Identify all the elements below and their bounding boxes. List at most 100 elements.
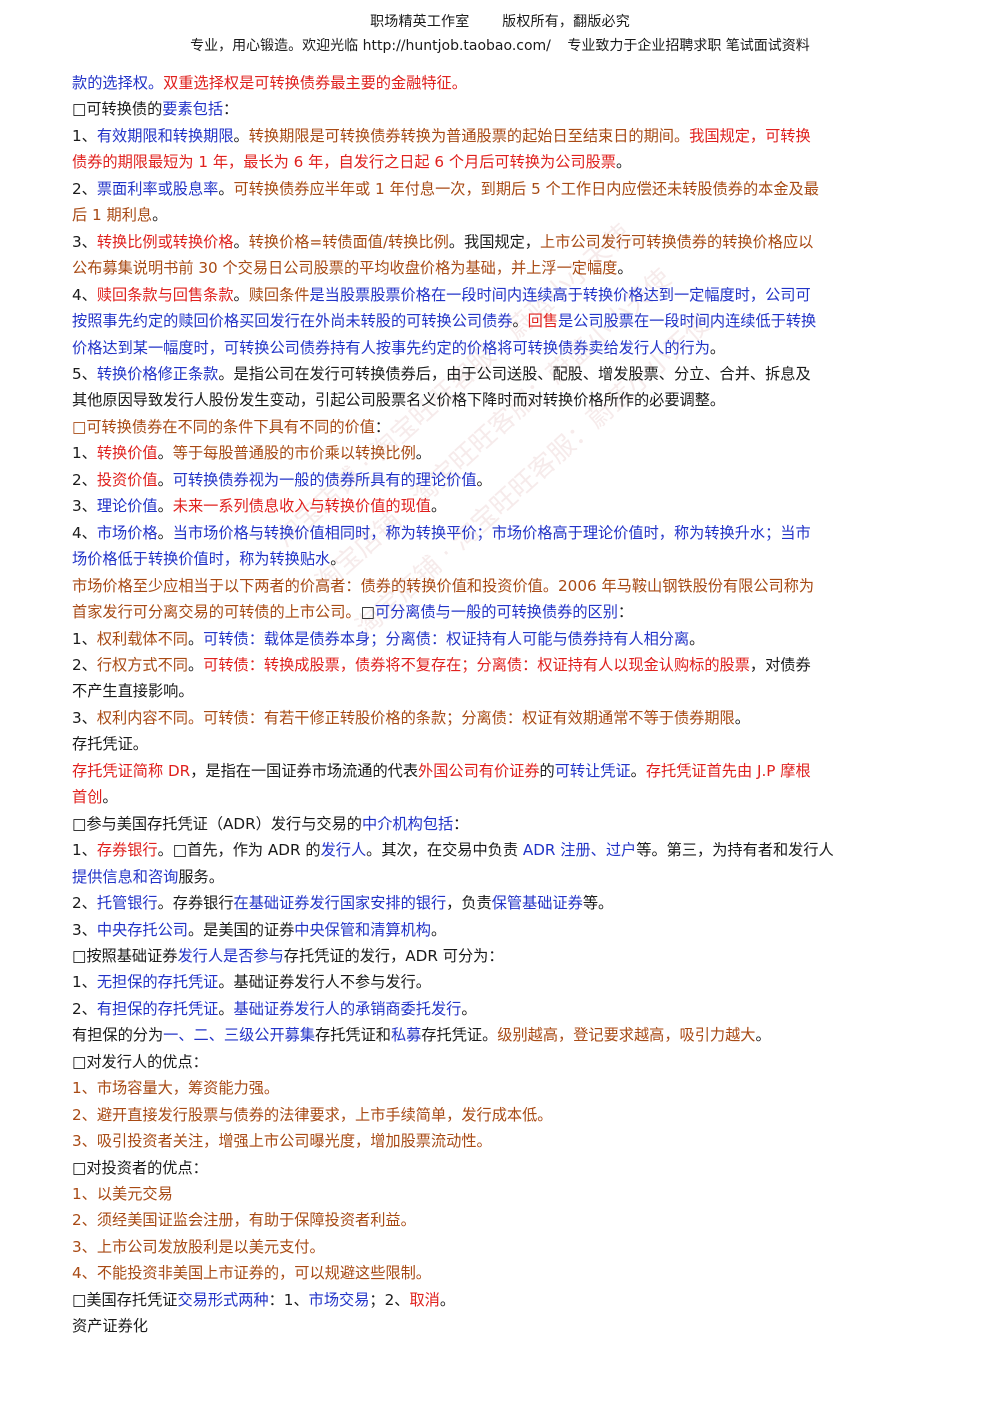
text-line: 3、转换比例或转换价格。转换价格=转债面值/转换比例。我国规定，上市公司发行可转… bbox=[72, 229, 930, 255]
text-segment: 上市公司发行可转换债券的转换价格应以 bbox=[539, 232, 814, 251]
header-line-2: 专业，用心锻造。欢迎光临 http://huntjob.taobao.com/ … bbox=[0, 34, 1000, 58]
text-segment: 。 bbox=[233, 232, 249, 251]
text-line: 4、赎回条款与回售条款。赎回条件是当股票股票价格在一段时间内连续高于转换价格达到… bbox=[72, 282, 930, 308]
text-segment: 中央保管和清算机构 bbox=[294, 920, 431, 939]
text-segment: 。 bbox=[218, 999, 234, 1018]
text-segment: □美国存托凭证 bbox=[72, 1290, 178, 1309]
text-segment: 1、市场容量大，筹资能力强。 bbox=[72, 1079, 280, 1098]
text-segment: 。 bbox=[461, 999, 477, 1018]
text-segment: 价格达到某一幅度时，可转换公司债券持有人按事先约定的价格将可转换债券卖给发行人的… bbox=[72, 338, 710, 357]
text-segment: 托管银行 bbox=[96, 894, 158, 913]
text-segment: 2、避开直接发行股票与债券的法律要求，上市手续简单，发行成本低。 bbox=[72, 1105, 553, 1124]
text-segment: 可转债：转换成股票，债券将不复存在；分离债：权证持有人以现金认购标的股票 bbox=[203, 655, 750, 674]
text-segment: 是公司股票在一段时间内连续低于转换 bbox=[558, 312, 817, 331]
text-segment: 提供信息和咨询 bbox=[72, 867, 179, 886]
text-segment: 存托凭证简称 DR bbox=[72, 761, 191, 780]
text-line: 存托凭证。 bbox=[72, 731, 930, 757]
text-segment: ，是指在一国证券市场流通的代表 bbox=[190, 761, 419, 780]
text-segment: 的 bbox=[539, 761, 555, 780]
text-segment: 。基础证券发行人不参与发行。 bbox=[218, 973, 431, 992]
text-segment: □对发行人的优点： bbox=[72, 1052, 208, 1071]
text-segment: 1、 bbox=[72, 126, 97, 145]
text-segment: 等。第三，为持有者和发行人 bbox=[636, 841, 834, 860]
text-segment: 3、 bbox=[72, 920, 97, 939]
text-segment: 理论价值 bbox=[96, 497, 158, 516]
text-segment: 2、 bbox=[72, 470, 97, 489]
text-segment: 存托凭证首先由 J.P 摩根 bbox=[645, 761, 811, 780]
text-segment: ： bbox=[617, 603, 634, 622]
text-segment: 。 bbox=[330, 550, 346, 569]
text-line: 4、市场价格。当市场价格与转换价值相同时，称为转换平价；市场价格高于理论价值时，… bbox=[72, 520, 930, 546]
text-segment: 是当股票股票价格在一段时间内连续高于转换价格达到一定幅度时，公司可 bbox=[309, 285, 811, 304]
text-segment: 后 1 期利息 bbox=[72, 206, 153, 225]
text-segment: 。 bbox=[157, 523, 173, 542]
text-segment: 转换价格修正条款 bbox=[96, 364, 219, 383]
text-segment: 场价格低于转换价值时，称为转换贴水 bbox=[72, 550, 331, 569]
text-segment: 一、二、三级公开募集 bbox=[163, 1026, 315, 1045]
text-segment: 1、以美元交易 bbox=[72, 1185, 173, 1204]
text-segment: 款的选择权。 bbox=[72, 74, 164, 92]
text-segment: ： bbox=[453, 814, 469, 833]
text-segment: 发行人是否参与 bbox=[177, 946, 284, 965]
text-line: □对投资者的优点： bbox=[72, 1155, 930, 1181]
text-segment: 转换价值 bbox=[96, 444, 158, 463]
text-line: 提供信息和咨询服务。 bbox=[72, 864, 930, 890]
text-segment: 票面利率或股息率 bbox=[96, 179, 219, 198]
text-segment: □ bbox=[360, 603, 375, 622]
text-segment: 。 bbox=[630, 761, 646, 780]
text-segment: 发行人 bbox=[320, 841, 367, 860]
welcome-url-text: 专业，用心锻造。欢迎光临 http://huntjob.taobao.com/ bbox=[190, 38, 551, 54]
text-segment: 3、上市公司发放股利是以美元支付。 bbox=[72, 1237, 325, 1256]
text-line: 公布募集说明书前 30 个交易日公司股票的平均收盘价格为基础，并上浮一定幅度。 bbox=[72, 255, 930, 281]
text-segment: 私募 bbox=[390, 1026, 422, 1045]
text-segment: 双重选择权是可转换债券最主要的金融特征。 bbox=[163, 74, 467, 92]
text-line: 场价格低于转换价值时，称为转换贴水。 bbox=[72, 546, 930, 572]
text-segment: 基础证券发行人的承销商委托发行 bbox=[233, 999, 462, 1018]
text-line: 2、有担保的存托凭证。基础证券发行人的承销商委托发行。 bbox=[72, 996, 930, 1022]
text-line: 不产生直接影响。 bbox=[72, 678, 930, 704]
text-segment: □可转换债的 bbox=[72, 100, 163, 119]
text-line: 2、须经美国证监会注册，有助于保障投资者利益。 bbox=[72, 1207, 930, 1233]
text-segment: 4、不能投资非美国上市证券的，可以规避这些限制。 bbox=[72, 1264, 431, 1283]
text-line: 债券的期限最短为 1 年，最长为 6 年，自发行之日起 6 个月后可转换为公司股… bbox=[72, 149, 930, 175]
text-segment: 。 bbox=[218, 179, 234, 198]
text-segment: 。□首先，作为 ADR 的 bbox=[157, 841, 321, 860]
text-segment: 转换期限是可转换债券转换为普通股票的起始日至结束日的期间。 bbox=[248, 126, 690, 145]
text-line: 4、不能投资非美国上市证券的，可以规避这些限制。 bbox=[72, 1260, 930, 1286]
text-line: 首创。 bbox=[72, 784, 930, 810]
text-segment: 3、 bbox=[72, 708, 97, 727]
text-segment: 。 bbox=[187, 655, 204, 674]
text-segment: 。 bbox=[430, 920, 447, 939]
text-line: 1、存券银行。□首先，作为 ADR 的发行人。其次，在交易中负责 ADR 注册、… bbox=[72, 837, 930, 863]
text-segment: 1、 bbox=[72, 973, 97, 992]
text-segment: 可转让凭证 bbox=[554, 761, 631, 780]
text-segment: 公布募集说明书前 30 个交易日公司股票的平均收盘价格为基础，并上浮一定幅度 bbox=[72, 259, 618, 278]
text-line: 价格达到某一幅度时，可转换公司债券持有人按事先约定的价格将可转换债券卖给发行人的… bbox=[72, 335, 930, 361]
text-segment: 等。 bbox=[582, 894, 614, 913]
text-segment: 。 bbox=[512, 312, 528, 331]
text-segment: 。 bbox=[157, 444, 173, 463]
text-line: 3、中央存托公司。是美国的证券中央保管和清算机构。 bbox=[72, 917, 930, 943]
text-segment: 。 bbox=[157, 497, 173, 516]
text-line: 后 1 期利息。 bbox=[72, 202, 930, 228]
text-line: 3、理论价值。未来一系列债息收入与转换价值的现值。 bbox=[72, 493, 930, 519]
text-line: 1、以美元交易 bbox=[72, 1181, 930, 1207]
text-segment: 中介机构包括 bbox=[362, 814, 454, 833]
text-segment: 未来一系列债息收入与转换价值的现值 bbox=[172, 497, 431, 516]
text-segment: 不产生直接影响。 bbox=[72, 682, 194, 701]
text-line: □可转换债券在不同的条件下具有不同的价值： bbox=[72, 414, 930, 440]
text-segment: 。是指公司在发行可转换债券后，由于公司送股、配股、增发股票、分立、合并、拆息及 bbox=[218, 364, 811, 383]
text-segment: 。 bbox=[439, 1290, 456, 1309]
text-line: 3、吸引投资者关注，增强上市公司曝光度，增加股票流动性。 bbox=[72, 1128, 930, 1154]
text-segment: □按照基础证券 bbox=[72, 946, 178, 965]
text-segment: 。 bbox=[152, 206, 168, 225]
text-line: □美国存托凭证交易形式两种：1、市场交易；2、取消。 bbox=[72, 1287, 930, 1313]
text-segment: 。 bbox=[233, 126, 249, 145]
text-segment: 。 bbox=[157, 470, 173, 489]
text-segment: 。 bbox=[734, 708, 750, 727]
text-segment: 市场价格至少应相当于以下两者的价高者：债券的转换价值和投资价值。2006 年马鞍… bbox=[72, 576, 815, 595]
text-segment: □可转换债券在不同的条件下具有不同的价值 bbox=[72, 417, 375, 436]
text-line: 首家发行可分离交易的可转债的上市公司。□可分离债与一般的可转换债券的区别： bbox=[72, 599, 930, 625]
text-segment: 存托凭证和 bbox=[315, 1026, 391, 1045]
text-segment: 。 bbox=[709, 338, 726, 357]
